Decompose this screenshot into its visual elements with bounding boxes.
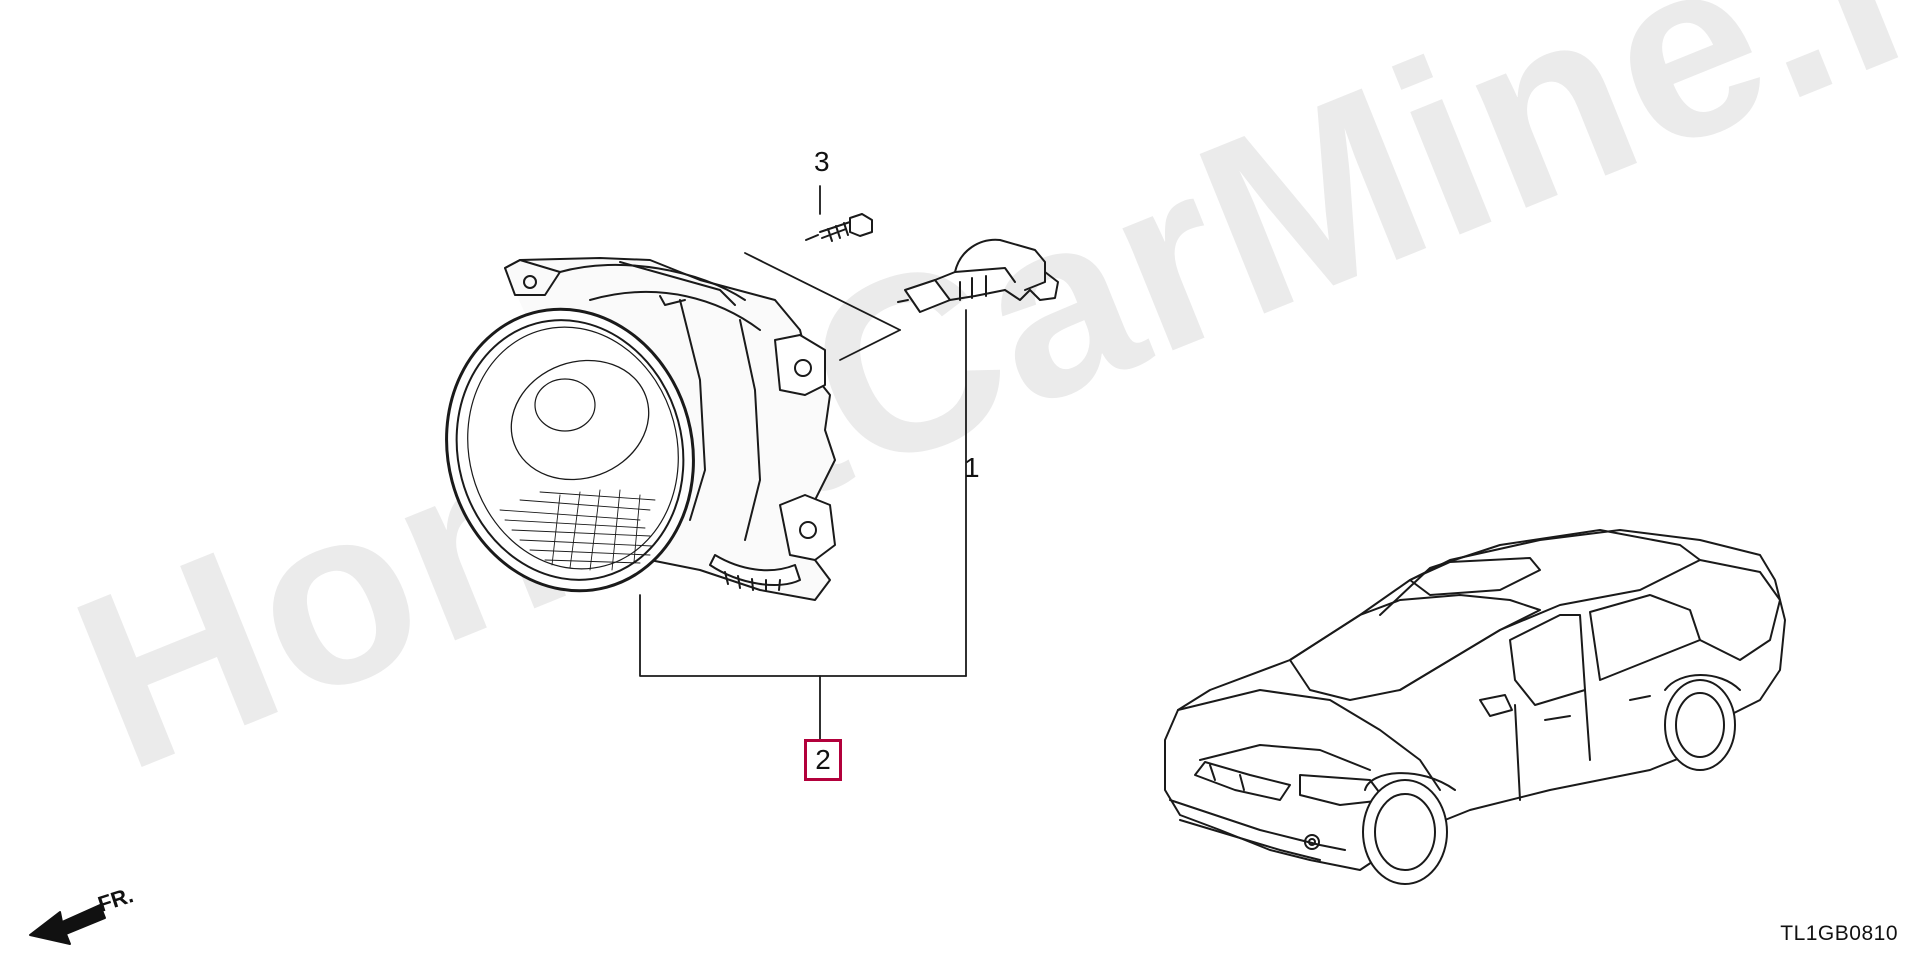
diagram-code: TL1GB0810 — [1780, 922, 1898, 945]
leader-lines — [639, 185, 967, 741]
bolt-part — [805, 213, 873, 242]
bulb-part — [897, 238, 1059, 313]
callout-bulb[interactable]: 1 — [964, 452, 980, 483]
car-illustration — [1164, 529, 1786, 885]
callout-assembly[interactable]: 2 — [804, 739, 842, 781]
callout-bolt[interactable]: 3 — [814, 146, 830, 177]
fog-lamp-assembly — [445, 257, 836, 601]
arrow-left-icon — [29, 904, 106, 945]
